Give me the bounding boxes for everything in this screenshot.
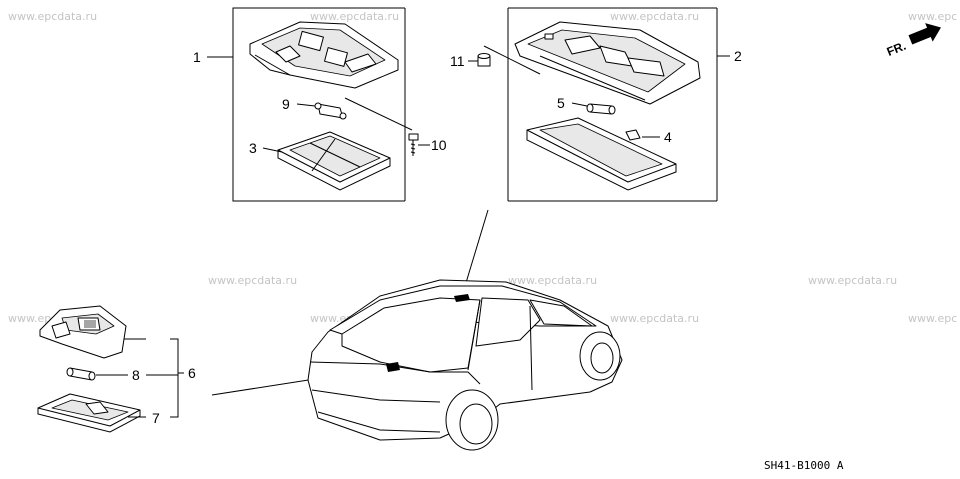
callout-9: 9 bbox=[282, 96, 290, 112]
bulb-8: 8 bbox=[66, 367, 140, 383]
clip-11: 11 bbox=[450, 45, 541, 75]
callout-7: 7 bbox=[152, 410, 160, 426]
watermark: www.epcdata.ru bbox=[8, 10, 97, 23]
watermark: www.epcdata.ru bbox=[208, 274, 297, 287]
watermark: www.epcdata.ru bbox=[310, 10, 399, 23]
callout-10: 10 bbox=[431, 137, 447, 153]
map-light-housing bbox=[249, 21, 399, 89]
direction-label: FR. bbox=[885, 39, 908, 59]
screw-10: 10 bbox=[344, 97, 447, 156]
callout-1: 1 bbox=[193, 49, 201, 65]
callout-11: 11 bbox=[450, 53, 465, 69]
roof-light-housing bbox=[514, 21, 701, 105]
watermark: www.epcdata.ru bbox=[808, 274, 897, 287]
callout-2: 2 bbox=[734, 48, 742, 64]
group-bracket bbox=[170, 338, 179, 418]
vehicle-location-illustration bbox=[211, 209, 623, 451]
front-direction-arrow-icon: FR. bbox=[885, 23, 941, 59]
watermark: www.epc bbox=[908, 312, 957, 325]
callout-5: 5 bbox=[557, 95, 565, 111]
lens-4: 4 bbox=[526, 117, 677, 191]
trunk-light-housing bbox=[39, 305, 146, 359]
roof-light-assembly: 2 11 5 bbox=[450, 7, 742, 202]
watermark: www.epcdata.ru bbox=[610, 10, 699, 23]
lens-3: 3 bbox=[249, 131, 391, 191]
watermark: www.epc bbox=[908, 10, 957, 23]
bulb-5: 5 bbox=[557, 95, 616, 115]
bulb-9: 9 bbox=[282, 96, 347, 120]
callout-3: 3 bbox=[249, 140, 257, 156]
diagram-code: SH41-B1000 A bbox=[764, 459, 844, 472]
callout-6: 6 bbox=[188, 365, 196, 381]
group-bracket bbox=[232, 7, 240, 202]
callout-4: 4 bbox=[664, 129, 672, 145]
front-map-light-assembly: 1 9 3 bbox=[193, 7, 447, 202]
watermark: www.epcdata.ru bbox=[508, 274, 597, 287]
lens-7: 7 bbox=[37, 393, 160, 433]
watermark: www.epcdata.ru bbox=[610, 312, 699, 325]
trunk-light-assembly: 8 7 6 bbox=[37, 305, 196, 433]
callout-8: 8 bbox=[132, 367, 140, 383]
